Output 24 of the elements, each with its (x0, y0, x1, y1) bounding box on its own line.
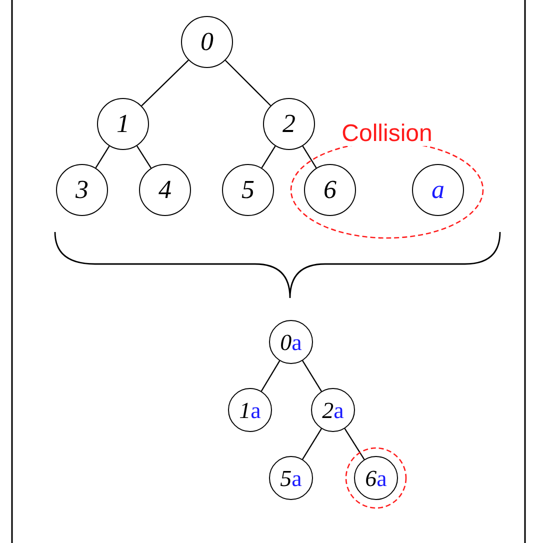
tree-node: 2a (311, 388, 355, 432)
tree-node: 1 (97, 98, 149, 150)
tree-node: 4 (139, 164, 191, 216)
tree-edge (302, 360, 322, 392)
tree-edge (136, 146, 152, 168)
tree-node: 5a (269, 456, 313, 500)
collision-ring (345, 447, 407, 509)
tree-node: 0a (269, 320, 313, 364)
tree-node: 6 (304, 164, 356, 216)
tree-node: 0 (181, 16, 233, 68)
tree-node: 5 (222, 164, 274, 216)
tree-edge (302, 146, 317, 168)
tree-node: 1a (228, 388, 272, 432)
tree-node: 3 (56, 164, 108, 216)
tree-node: 6a (354, 456, 398, 500)
tree-edge (344, 428, 365, 460)
tree-edge (141, 60, 189, 106)
tree-edge (95, 146, 110, 168)
tree-edge (224, 60, 272, 106)
tree-edge (260, 360, 280, 392)
tree-edge (302, 428, 322, 460)
tree-node: a (412, 164, 464, 216)
tree-edge (261, 146, 276, 168)
tree-node: 2 (263, 98, 315, 150)
